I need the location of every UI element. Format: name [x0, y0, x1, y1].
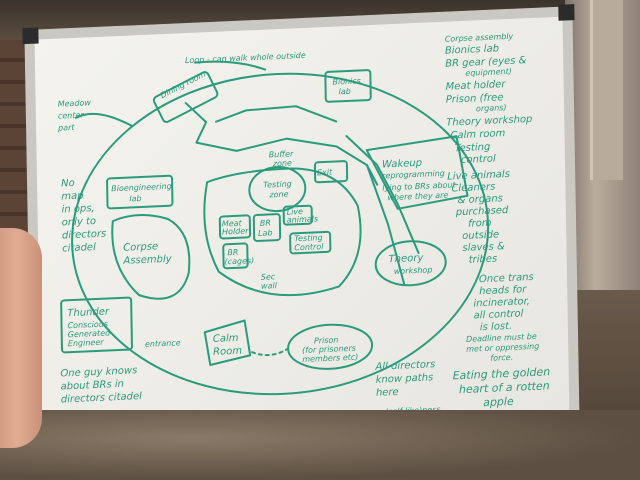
rl-8: Calm room — [450, 128, 505, 141]
rl-11: Live animals — [447, 169, 510, 183]
rl-6: organs) — [476, 103, 507, 113]
tctrl-line-2: Control — [294, 242, 324, 252]
en-2: apple — [483, 395, 514, 409]
rl-3: equipment) — [465, 67, 512, 78]
board-corner-tl — [22, 27, 38, 44]
nomap-4: only to — [62, 216, 97, 228]
rl-15: from — [468, 218, 492, 230]
secwall-line-2: wall — [261, 281, 278, 291]
meadow-line-2: center — [58, 110, 85, 120]
meadow-pointer — [76, 112, 131, 128]
whiteboard-surface: Loop - can walk whole outside Meadow cen… — [35, 17, 570, 440]
oneguy-line-1: One guy knows — [60, 365, 137, 379]
rl-9: Testing — [455, 142, 491, 155]
upper-path — [216, 105, 336, 127]
thunder-line-4: Engineer — [68, 338, 104, 349]
nomap-6: citadel — [62, 242, 96, 254]
rl-12: Cleaners — [451, 182, 495, 195]
directors-line-3: here — [376, 387, 399, 399]
rl-4: Meat holder — [446, 79, 507, 93]
corpse-line-1: Corpse — [123, 241, 158, 254]
wakeup-line-1: Wakeup — [382, 158, 422, 171]
calm-line-2: Room — [213, 346, 242, 358]
directors-line-2: know paths — [376, 372, 434, 386]
rl-16: outside — [462, 229, 499, 242]
en-1: heart of a rotten — [459, 379, 550, 396]
theory-line-2: workshop — [394, 265, 433, 276]
cages-line-2: (cages) — [224, 256, 254, 266]
directors-line-1: All directors — [374, 359, 435, 373]
meadow-line-1: Meadow — [58, 98, 92, 108]
oneguy-line-3: directors citadel — [61, 391, 142, 406]
calm-to-prison-path — [252, 349, 288, 356]
prison-line-3: members etc) — [302, 353, 358, 364]
corpse-line-2: Assembly — [122, 254, 172, 267]
nomap-3: in ops, — [61, 203, 94, 215]
exit-label: Exit — [317, 168, 333, 178]
board-corner-tr — [558, 4, 574, 21]
top-note: Loop - can walk whole outside — [185, 51, 306, 65]
couch — [0, 410, 640, 480]
rn-7: force. — [490, 353, 513, 363]
rl-1: Bionics lab — [445, 43, 499, 56]
rn-1: heads for — [479, 284, 527, 297]
calm-line-1: Calm — [213, 333, 239, 345]
testing-line-1: Testing — [263, 179, 292, 189]
brlab-line-2: Lab — [258, 228, 273, 238]
live-line-2: animals — [287, 214, 318, 224]
meat-line-2: Holder — [222, 226, 249, 236]
bioeng-line-1: Bioengineering — [111, 182, 172, 194]
nomap-1: No — [61, 178, 75, 190]
nomap-2: map — [61, 191, 83, 203]
rn-4: is lost. — [480, 321, 513, 333]
buffer-line-2: zone — [272, 158, 292, 168]
door-frame — [590, 0, 623, 180]
rl-18: tribes — [469, 253, 498, 265]
eating-note: Eating the golden heart of a rotten appl… — [453, 365, 551, 410]
rl-13: & organs — [458, 193, 503, 206]
rl-0: Corpse assembly — [445, 32, 514, 44]
rl-17: slaves & — [462, 241, 505, 254]
right-note: Once trans heads for incinerator, all co… — [465, 272, 540, 364]
rn-3: all control — [474, 308, 524, 321]
bionics-line-1: Bionics — [332, 76, 361, 86]
testing-line-2: zone — [268, 190, 288, 200]
wakeup-line-2: reprogramming — [382, 169, 445, 181]
rl-14: purchased — [455, 205, 509, 218]
right-list: Corpse assembly Bionics lab BR gear (eye… — [445, 31, 535, 267]
rn-6: met or oppressing — [466, 342, 539, 354]
rl-7: Theory workshop — [446, 114, 532, 129]
hand — [0, 228, 42, 448]
whiteboard: Loop - can walk whole outside Meadow cen… — [24, 6, 579, 450]
whiteboard-drawing: Loop - can walk whole outside Meadow cen… — [35, 17, 570, 440]
oneguy-line-2: about BRs in — [61, 379, 125, 393]
bioeng-line-2: lab — [129, 194, 141, 204]
central-path — [186, 95, 378, 193]
brlab-line-1: BR — [260, 218, 271, 227]
nomap-5: directors — [62, 229, 106, 242]
meadow-line-3: part — [57, 123, 75, 133]
theory-line-1: Theory — [389, 253, 425, 266]
bionics-line-2: lab — [339, 87, 351, 97]
thunder-line-1: Thunder — [67, 306, 110, 319]
entrance-label: entrance — [145, 338, 181, 349]
rl-10: control — [461, 154, 496, 167]
